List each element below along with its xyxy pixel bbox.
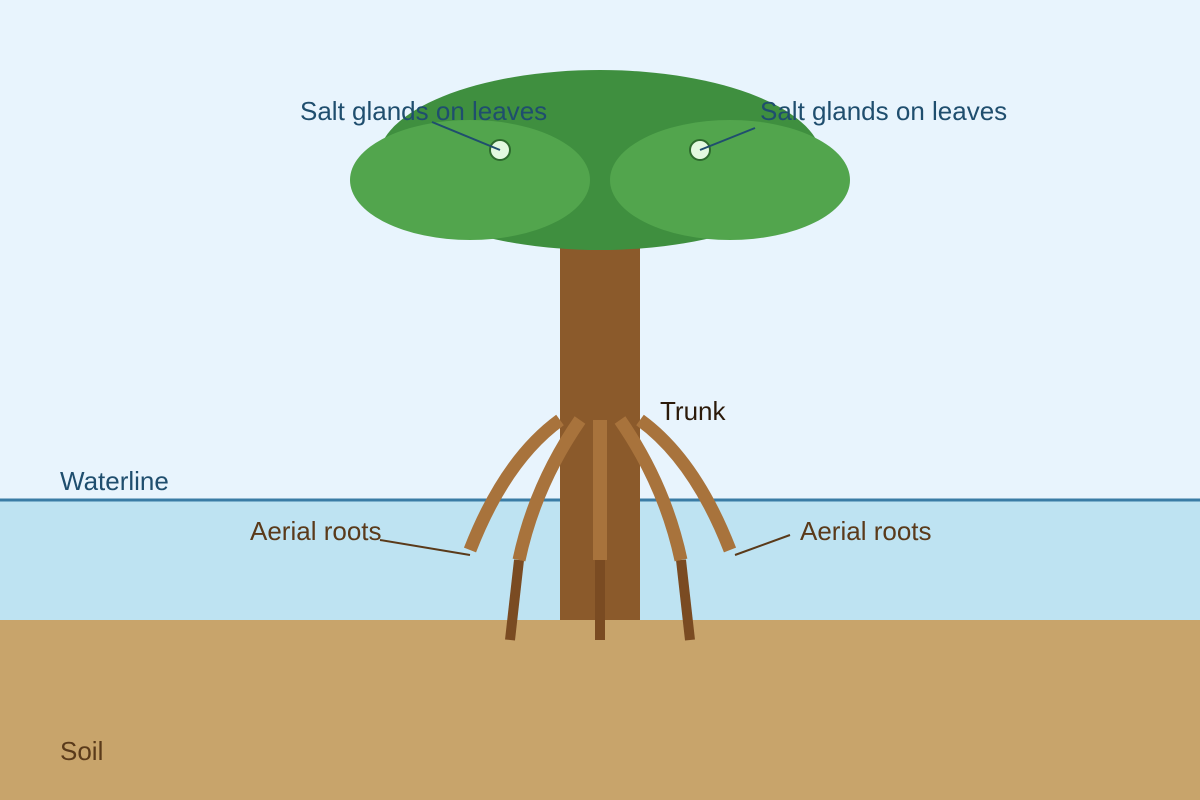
canopy-left-lobe — [350, 120, 590, 240]
aerial-root-inner-left — [512, 416, 586, 562]
label-trunk: Trunk — [660, 396, 726, 426]
label-soil: Soil — [60, 736, 103, 766]
leader-aerial-roots-right — [734, 534, 791, 556]
label-waterline: Waterline — [60, 466, 169, 496]
root-tip-left — [505, 559, 524, 641]
label-aerial-roots-right: Aerial roots — [800, 516, 932, 546]
soil-region — [0, 620, 1200, 800]
aerial-roots — [463, 414, 737, 562]
aerial-root-outer-left — [463, 414, 564, 553]
aerial-root-outer-right — [636, 414, 737, 553]
canopy — [350, 70, 850, 250]
label-salt-glands-left: Salt glands on leaves — [300, 96, 547, 126]
label-aerial-roots-left: Aerial roots — [250, 516, 382, 546]
underground-roots — [505, 559, 695, 641]
root-tip-right — [676, 559, 695, 641]
leader-salt-glands-left — [431, 121, 501, 151]
canopy-right-lobe — [610, 120, 850, 240]
leader-salt-glands-right — [699, 127, 756, 151]
aerial-root-inner-right — [614, 416, 688, 562]
label-salt-glands-right: Salt glands on leaves — [760, 96, 1007, 126]
leader-aerial-roots-left — [379, 539, 471, 556]
